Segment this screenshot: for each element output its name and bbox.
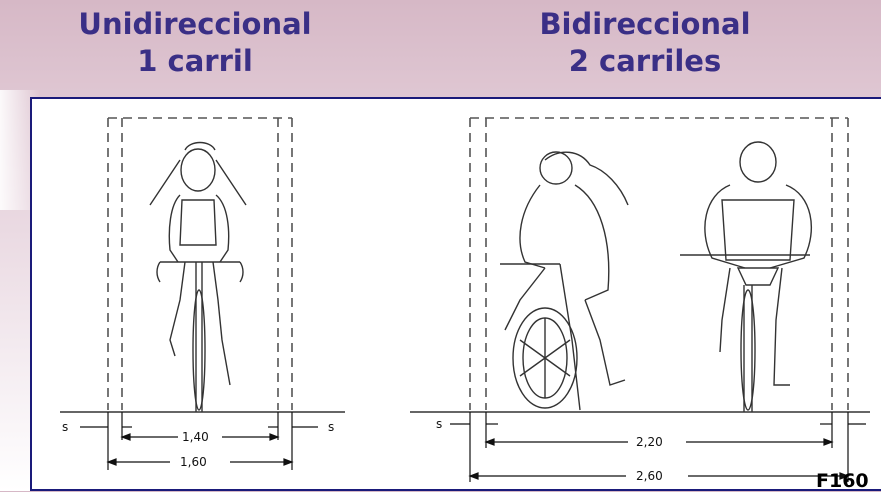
title-unidireccional-line2: 1 carril	[137, 44, 253, 78]
title-unidireccional-line1: Unidireccional	[78, 7, 312, 41]
title-bidireccional-line2: 2 carriles	[568, 44, 722, 78]
title-bidireccional-line1: Bidireccional	[539, 7, 751, 41]
margin-label-left-1: s	[62, 420, 68, 434]
cyclist-woman-side	[500, 151, 629, 411]
dimension-outer-left: 1,60	[180, 455, 207, 469]
margin-label-right-1: s	[436, 417, 442, 431]
right-dimension-lines	[450, 412, 866, 482]
title-bidireccional: Bidireccional 2 carriles	[500, 6, 790, 80]
diagram-panel	[30, 97, 881, 491]
dimension-inner-left: 1,40	[182, 430, 209, 444]
cyclist-man-rear	[680, 141, 812, 412]
cyclist-woman-front	[149, 141, 247, 412]
dimension-outer-right: 2,60	[636, 469, 663, 483]
right-clearance-envelope	[469, 117, 849, 410]
title-unidireccional: Unidireccional 1 carril	[60, 6, 330, 80]
figure-code: F160	[816, 470, 869, 492]
left-dimension-lines	[80, 412, 318, 470]
left-clearance-envelope	[107, 117, 293, 410]
margin-label-left-2: s	[328, 420, 334, 434]
dimension-inner-right: 2,20	[636, 435, 663, 449]
